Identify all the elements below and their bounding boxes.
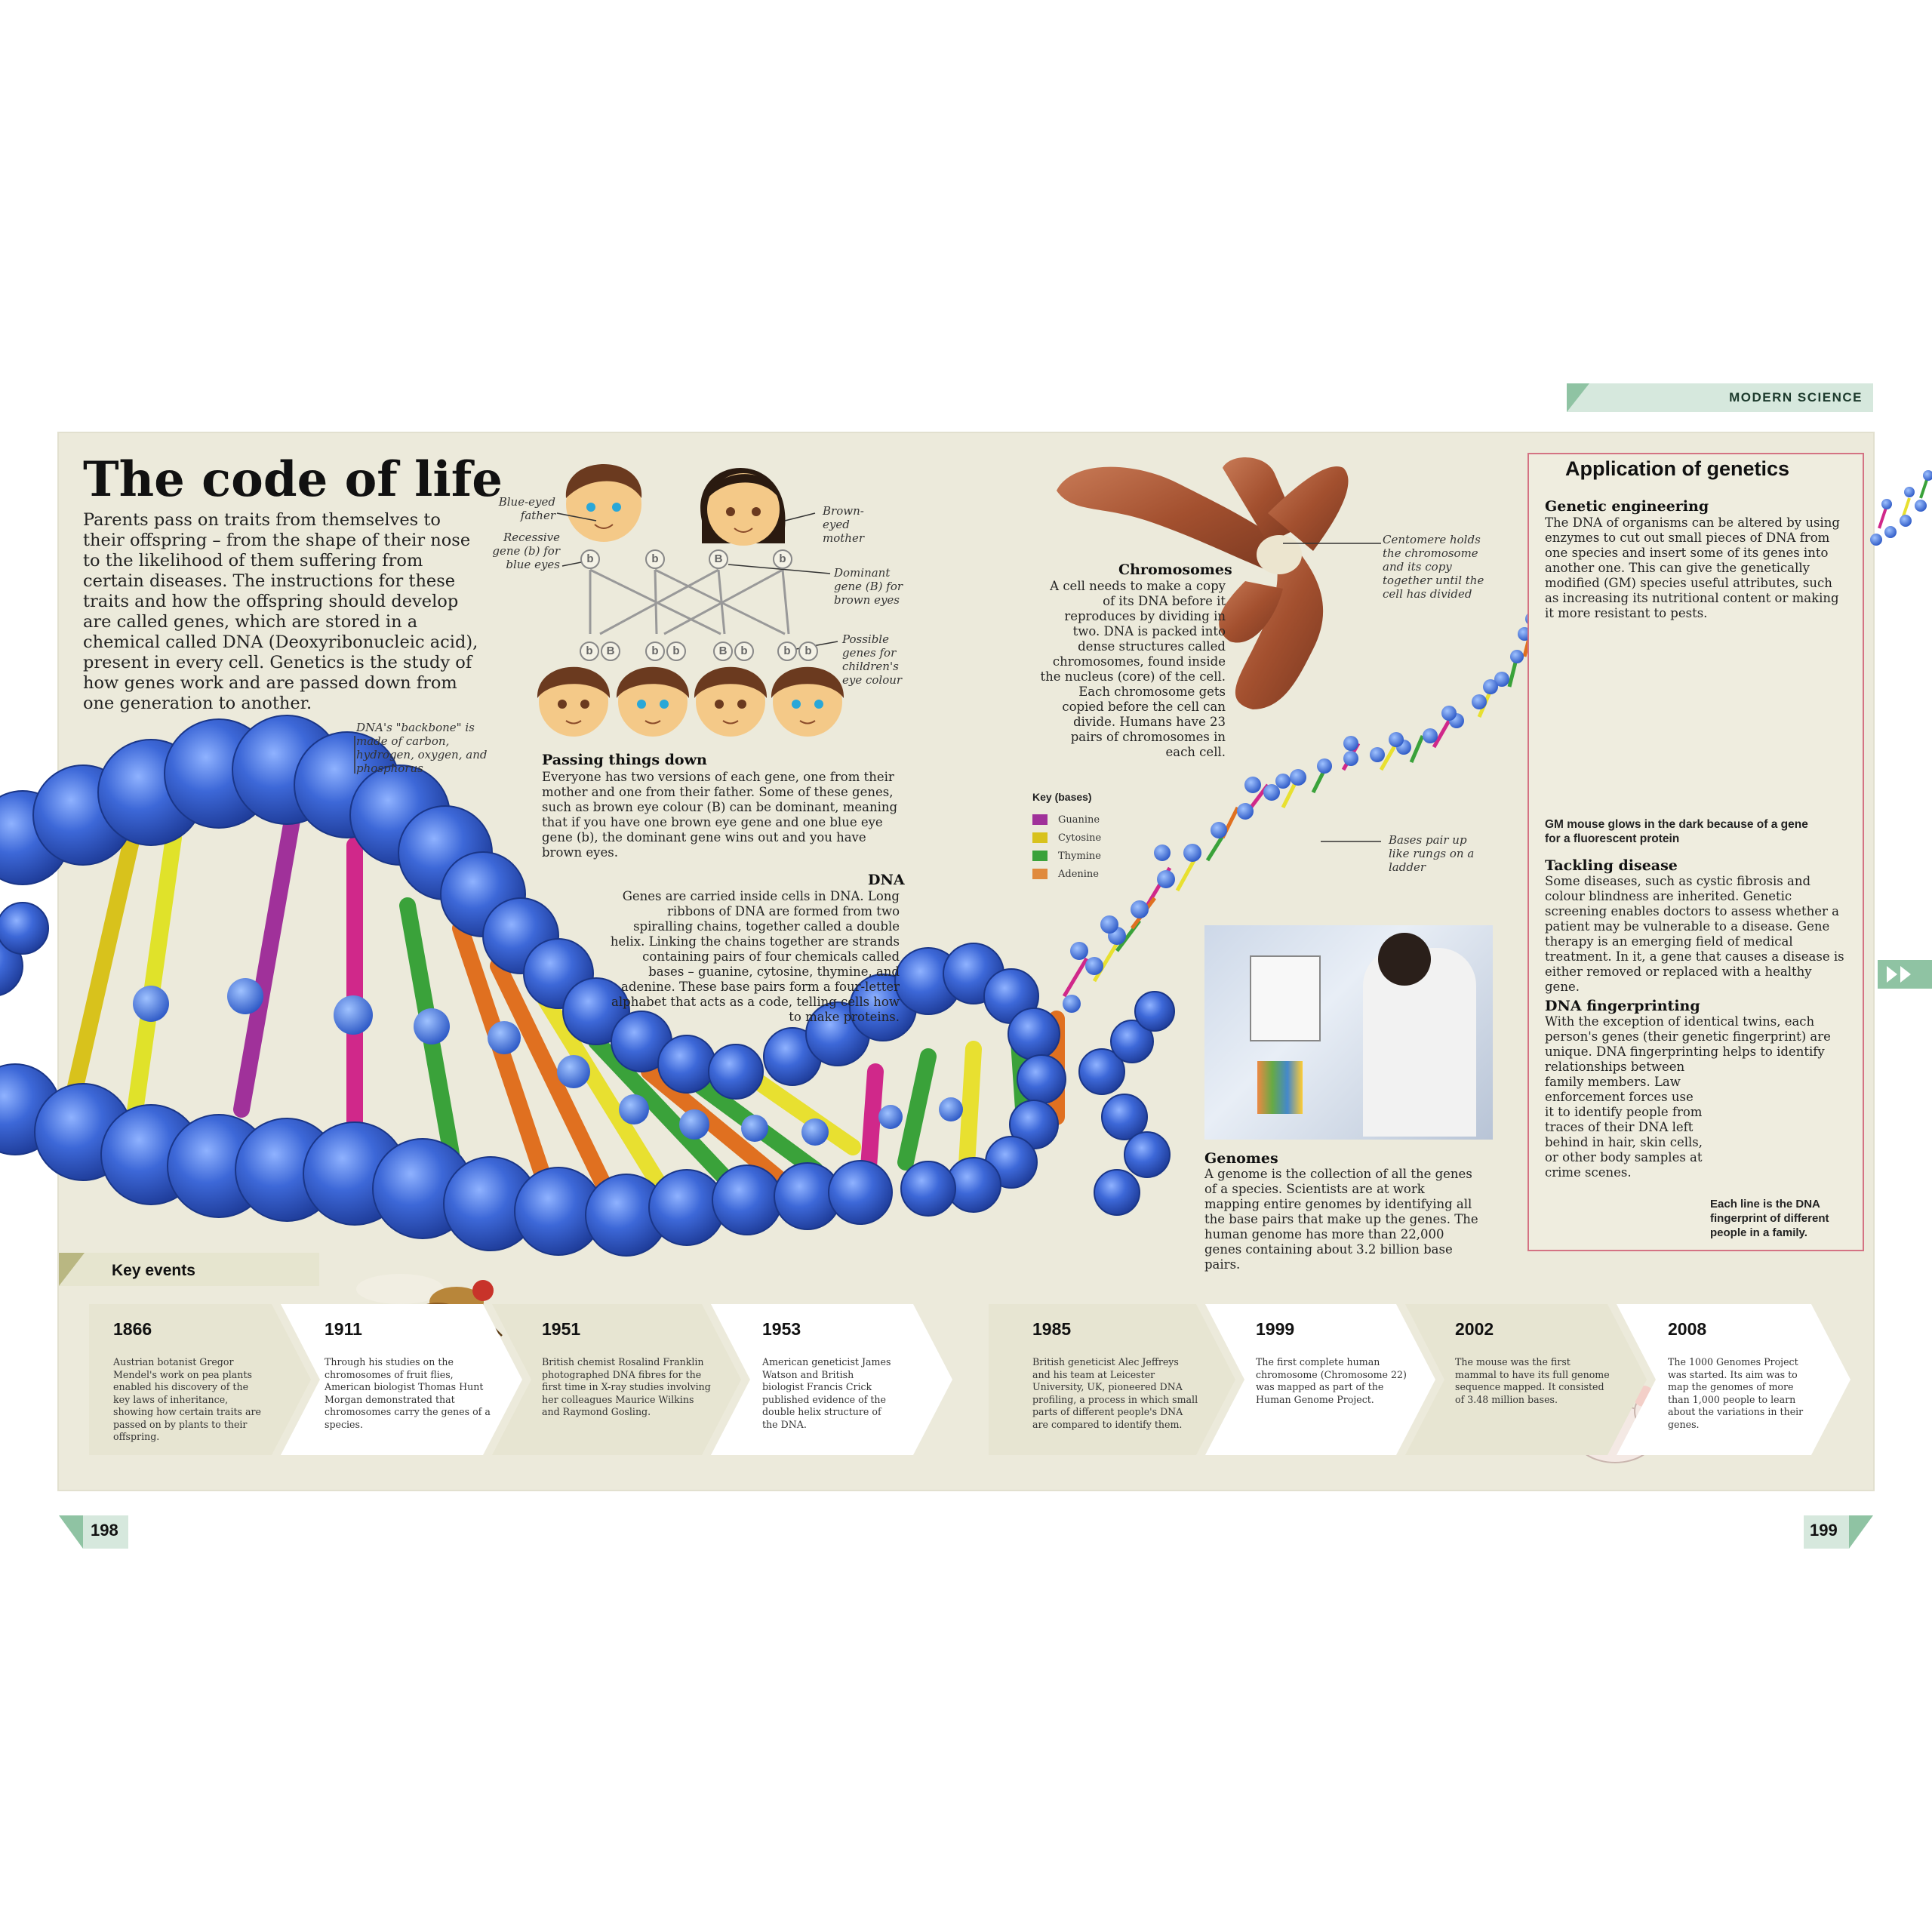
event-year: 1953 [762,1319,801,1339]
event-text: Through his studies on the chromosomes o… [325,1356,491,1430]
key-item: Guanine [1032,811,1101,829]
parent-gene-circle: b [773,549,792,569]
recessive-label: Recessive gene (b) for blue eyes [492,531,560,571]
timeline-chevrons [89,1304,1850,1455]
event-year: 2008 [1668,1319,1707,1339]
disease-heading: Tackling disease [1545,857,1678,874]
dna-rung-beads [133,978,963,1146]
intro-text: Parents pass on traits from themselves t… [83,510,478,713]
key-events-flag [59,1253,85,1286]
key-events-label: Key events [112,1262,195,1279]
child-gene-circle: b [734,641,754,661]
dominant-label: Dominant gene (B) for brown eyes [834,566,903,607]
genomes-heading: Genomes [1204,1150,1278,1167]
ladder-note: Bases pair up like rungs on a ladder [1389,833,1475,874]
fingerprint-heading: DNA fingerprinting [1545,998,1700,1014]
parent-gene-circle: B [709,549,728,569]
child-gene-circle: B [601,641,620,661]
page-title: The code of life [83,451,503,508]
key-swatch [1032,832,1048,843]
parent-gene-circle: b [580,549,600,569]
fingerprint-text-2: family members. Law enforcement forces u… [1545,1075,1703,1180]
event-text: American geneticist James Watson and Bri… [762,1356,891,1430]
key-events-tab [59,1253,319,1286]
event-year: 2002 [1455,1319,1494,1339]
possible-label: Possible genes for children's eye colour [842,632,903,687]
section-tab: MODERN SCIENCE [1567,383,1873,412]
child-faces [537,666,844,737]
page-right-flag [1849,1515,1873,1549]
father-label: Blue-eyed father [498,495,555,522]
page-number-right: 199 [1810,1521,1838,1540]
father-face [565,464,642,542]
engineering-text: The DNA of organisms can be altered by u… [1545,515,1840,620]
fingerprint-text-1: With the exception of identical twins, e… [1545,1014,1831,1074]
key-swatch [1032,869,1048,879]
child-gene-circle: b [666,641,686,661]
section-tab-flag [1567,383,1589,412]
event-text: The mouse was the first mammal to have i… [1455,1356,1610,1405]
key-label: Guanine [1058,814,1100,826]
event-text: British chemist Rosalind Franklin photog… [542,1356,711,1417]
fingerprint-caption: Each line is the DNA fingerprint of diff… [1710,1198,1829,1239]
dna-heading: DNA [868,872,905,888]
child-gene-circle: b [798,641,818,661]
event-year: 1999 [1256,1319,1295,1339]
mother-label: Brown-eyed mother [823,504,864,545]
applications-heading: Application of genetics [1565,457,1790,480]
child-gene-circle: B [713,641,733,661]
event-text: The 1000 Genomes Project was started. It… [1668,1356,1804,1430]
chromosome-illustration [1057,457,1381,709]
parent-gene-circle: b [645,549,665,569]
key-swatch [1032,814,1048,825]
event-year: 1951 [542,1319,581,1339]
event-text: The first complete human chromosome (Chr… [1256,1356,1407,1405]
event-year: 1911 [325,1319,362,1339]
dna-offpage-helix [1870,470,1932,546]
applications-box [1527,453,1864,1251]
page-number-left: 198 [91,1521,118,1540]
dna-backbone-coil [763,943,1175,1217]
child-gene-circle: b [645,641,665,661]
page-left-flag [59,1515,83,1549]
dna-backbone-upper [0,715,526,937]
mother-face [700,468,786,546]
passing-heading: Passing things down [542,752,707,768]
centromere-note: Centomere holds the chromosome and its c… [1383,533,1484,601]
chromosomes-text: A cell needs to make a copy of its DNA b… [1040,579,1226,759]
inheritance-arrows [589,568,790,635]
key-item: Cytosine [1032,829,1101,847]
key-label: Cytosine [1058,832,1102,844]
dna-text: Genes are carried inside cells in DNA. L… [610,889,900,1024]
genomes-text: A genome is the collection of all the ge… [1204,1167,1478,1272]
event-year: 1985 [1032,1319,1072,1339]
key-item: Thymine [1032,847,1101,865]
key-item: Adenine [1032,865,1101,883]
key-title: Key (bases) [1032,791,1092,803]
dna-backbone-lower [0,1063,893,1257]
next-page-arrow-icon [1878,960,1932,989]
event-text: British geneticist Alec Jeffreys and his… [1032,1356,1198,1430]
child-gene-circle: b [580,641,599,661]
backbone-note: DNA's "backbone" is made of carbon, hydr… [356,721,488,775]
disease-text: Some diseases, such as cystic fibrosis a… [1545,874,1844,994]
dna-rungs [67,799,1065,1201]
scientist-photo [1204,925,1493,1140]
child-gene-circle: b [777,641,797,661]
event-year: 1866 [113,1319,152,1339]
chromosomes-heading: Chromosomes [1118,561,1232,578]
key-label: Thymine [1058,850,1101,862]
passing-text: Everyone has two versions of each gene, … [542,770,898,860]
event-text: Austrian botanist Gregor Mendel's work o… [113,1356,261,1442]
key-swatch [1032,851,1048,861]
key-label: Adenine [1058,868,1099,880]
engineering-heading: Genetic engineering [1545,498,1709,515]
mouse-caption: GM mouse glows in the dark because of a … [1545,818,1808,845]
